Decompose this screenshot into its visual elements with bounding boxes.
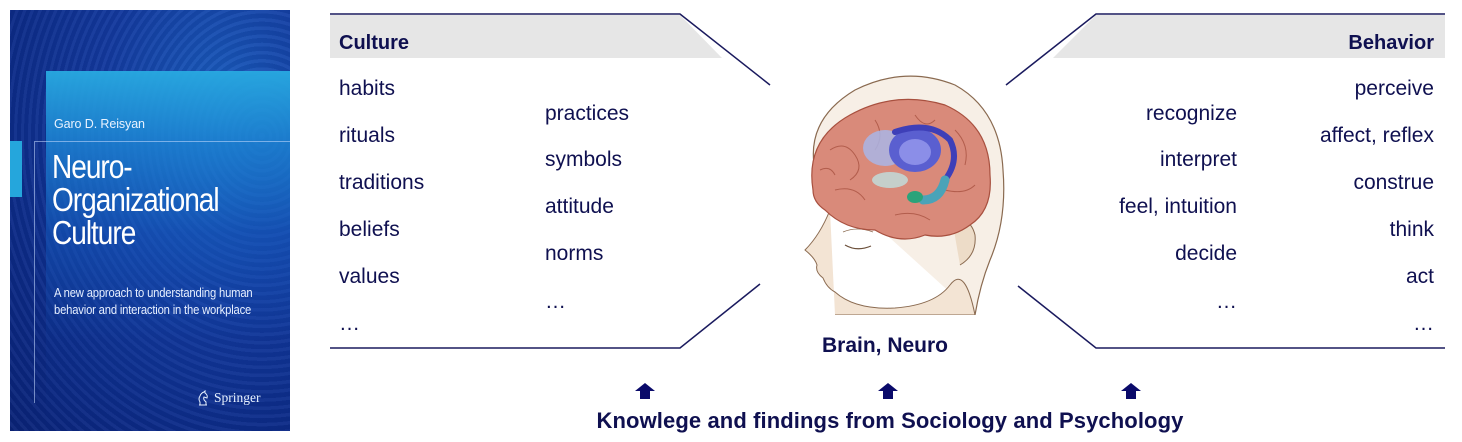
behavior-item: feel, intuition <box>1119 195 1237 218</box>
culture-header-band <box>330 15 722 58</box>
culture-item: … <box>545 290 566 313</box>
publisher-name: Springer <box>214 390 261 405</box>
brain-head-illustration <box>804 75 1005 315</box>
behavior-item: perceive <box>1354 77 1434 100</box>
culture-item: habits <box>339 77 396 100</box>
behavior-item: act <box>1405 265 1434 288</box>
behavior-item: think <box>1389 218 1434 241</box>
culture-item: values <box>339 265 400 288</box>
arrow-up-icon <box>878 383 898 399</box>
behavior-item: construe <box>1353 171 1434 194</box>
culture-item: traditions <box>339 171 425 194</box>
behavior-item: affect, reflex <box>1319 124 1434 147</box>
culture-item: … <box>339 312 360 335</box>
book-cover: Garo D. Reisyan Neuro- Organizational Cu… <box>10 10 290 431</box>
behavior-header-band <box>1053 15 1445 58</box>
arrow-up-icon <box>635 383 655 399</box>
behavior-item: recognize <box>1145 102 1237 125</box>
brain-neuro-label: Brain, Neuro <box>821 334 949 357</box>
culture-item: practices <box>545 102 630 125</box>
book-subtitle: A new approach to understanding human be… <box>54 286 253 317</box>
cover-frame-line <box>34 141 290 403</box>
behavior-top-line <box>1005 13 1445 86</box>
book-title: Neuro- Organizational Culture <box>52 148 220 251</box>
cover-accent-tab <box>10 141 22 197</box>
book-title-line-2: Organizational <box>52 181 220 218</box>
arrow-up-icon <box>1121 383 1141 399</box>
cover-light-panel <box>46 71 290 431</box>
footer-caption: Knowlege and findings from Sociology and… <box>596 408 1184 433</box>
behavior-item: interpret <box>1159 148 1237 171</box>
culture-item: attitude <box>545 195 614 218</box>
book-title-line-1: Neuro- <box>52 148 133 185</box>
culture-top-line <box>330 13 771 86</box>
book-title-line-3: Culture <box>52 214 136 251</box>
culture-item: rituals <box>339 124 396 147</box>
culture-header: Culture <box>339 32 409 54</box>
book-author: Garo D. Reisyan <box>54 117 145 131</box>
culture-item: norms <box>545 242 604 265</box>
behavior-bottom-line <box>1017 285 1445 349</box>
behavior-header: Behavior <box>1348 32 1434 54</box>
culture-item: symbols <box>545 148 623 171</box>
behavior-item: decide <box>1175 242 1237 265</box>
book-publisher: Springer <box>196 390 261 406</box>
culture-item: beliefs <box>339 218 400 241</box>
culture-bottom-line <box>330 283 761 349</box>
behavior-item: … <box>1413 312 1434 335</box>
springer-knight-icon <box>198 390 208 406</box>
behavior-item: … <box>1216 290 1237 313</box>
